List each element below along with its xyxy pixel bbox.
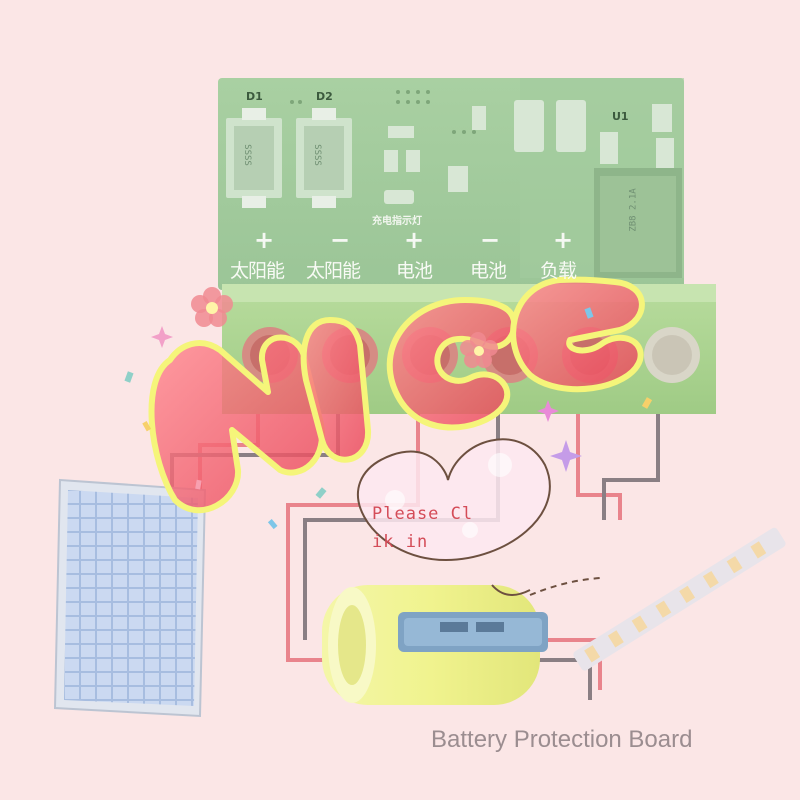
sticker-flower-icon-2 — [460, 332, 498, 368]
designator-d2: D2 — [316, 90, 333, 103]
sticker-flower-icon — [191, 287, 233, 327]
diode-d1 — [226, 108, 282, 208]
heart-text-line2: ik in — [372, 532, 429, 552]
wire-load-negative — [602, 410, 660, 520]
terminal-sign-battery-negative: − — [480, 226, 501, 254]
designator-u1: U1 — [612, 110, 629, 123]
led-strip — [573, 527, 786, 671]
heart-text-line1: Please Cl — [372, 504, 474, 524]
pcb-vias — [290, 90, 476, 134]
wire-load-positive — [576, 410, 622, 520]
confetti — [124, 307, 653, 530]
heart-sticker — [357, 438, 601, 596]
protection-board — [398, 612, 548, 652]
terminal-label-battery-negative: 电池 — [470, 260, 507, 282]
regulator-chip — [594, 168, 682, 278]
diode-d2 — [296, 108, 352, 208]
terminal-label-solar-positive: 太阳能 — [230, 260, 285, 282]
solar-panel — [53, 478, 207, 718]
designator-d1: D1 — [246, 90, 263, 103]
diode-d2-marking: SSSS — [311, 144, 322, 166]
terminal-sign-battery-positive: + — [404, 226, 425, 254]
diode-d1-marking: SSSS — [241, 144, 252, 166]
smd-components — [384, 100, 674, 204]
battery-cell — [322, 585, 548, 705]
charge-indicator-label: 充电指示灯 — [372, 216, 422, 227]
sparkle-icon — [151, 326, 582, 472]
terminal-sign-solar-positive: + — [254, 226, 275, 254]
pcb-board — [218, 78, 684, 290]
nice-sticker — [124, 276, 653, 530]
terminal-sign-load-positive: + — [553, 226, 574, 254]
regulator-marking: ZB8 2.1A — [628, 188, 639, 232]
terminal-label-battery-positive: 电池 — [396, 260, 433, 282]
terminal-label-load-positive: 负载 — [540, 260, 577, 282]
terminal-sign-solar-negative: − — [330, 226, 351, 254]
terminal-label-solar-negative: 太阳能 — [306, 260, 361, 282]
caption: Battery Protection Board — [431, 726, 693, 753]
